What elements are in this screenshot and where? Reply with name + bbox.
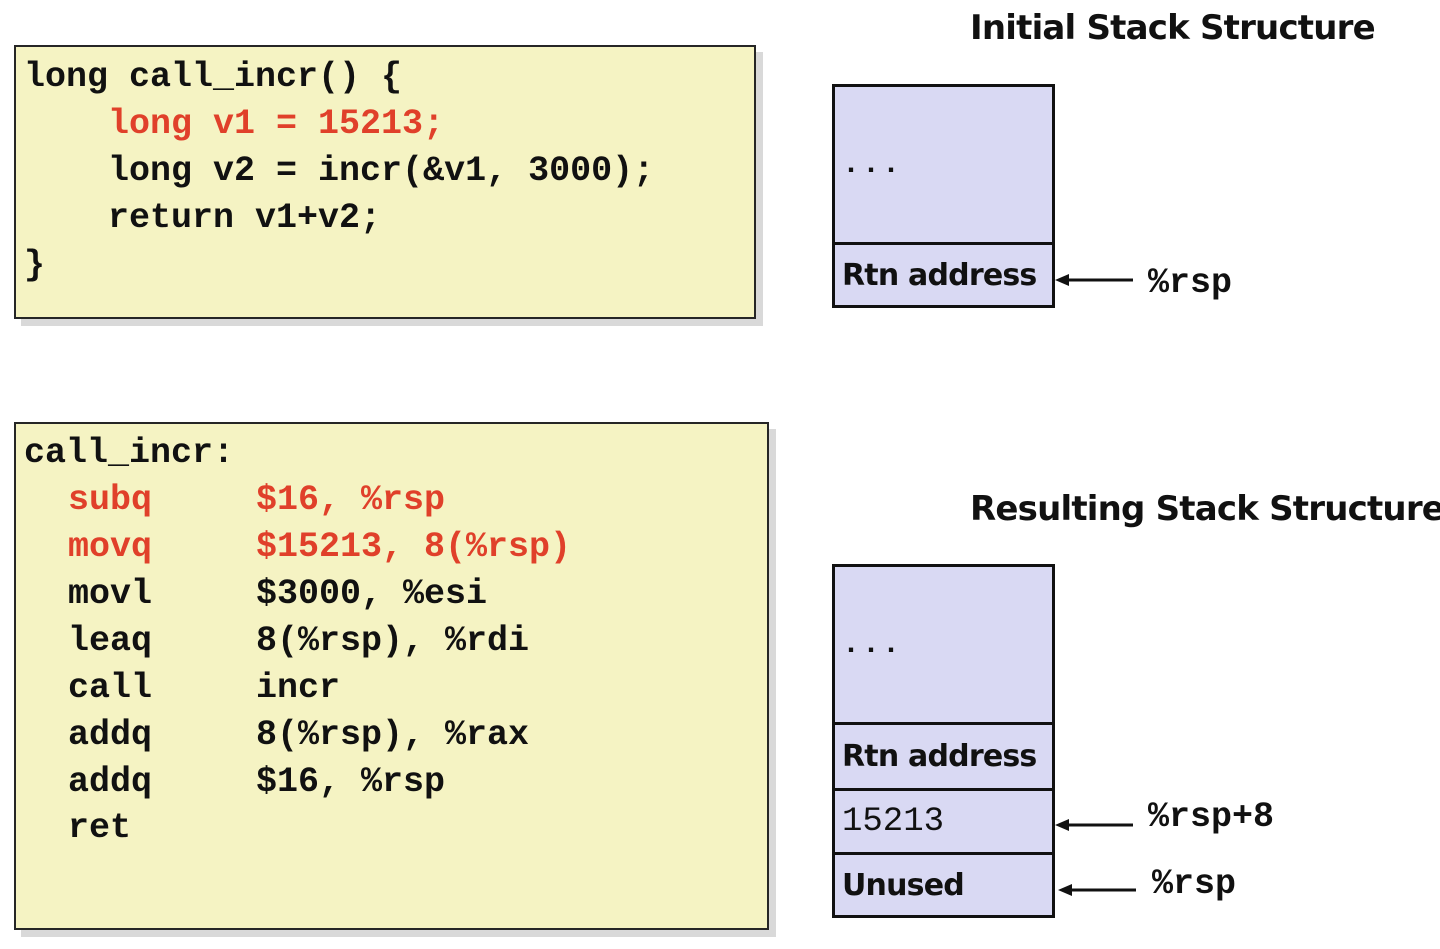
rsp-pointer-label: %rsp (1148, 263, 1233, 303)
rsp-pointer-label: %rsp (1152, 864, 1237, 904)
assembly-code-box: call_incr: subq $16, %rsp movq $15213, 8… (14, 422, 769, 930)
asm-args: incr (256, 668, 341, 708)
ellipsis-text: ... (842, 627, 903, 662)
c-code-line: long v2 = incr(&v1, 3000); (24, 151, 655, 191)
c-code-line: long call_incr() { (24, 57, 403, 97)
asm-args: $3000, %esi (256, 574, 488, 614)
asm-args: 8(%rsp), %rax (256, 715, 530, 755)
asm-op: leaq (68, 621, 153, 661)
asm-op: movl (68, 574, 153, 614)
asm-op: call (68, 668, 153, 708)
asm-args: $16, %rsp (256, 762, 446, 802)
stack-cell-return-address: Rtn address (835, 722, 1052, 788)
rsp-plus-8-arrow-icon (1055, 819, 1133, 831)
c-code-line-highlighted: long v1 = 15213; (24, 104, 445, 144)
resulting-stack-title: Resulting Stack Structure (970, 489, 1440, 529)
stack-cell-unused: Unused (835, 852, 1052, 915)
asm-args-highlighted: $16, %rsp (256, 480, 446, 520)
resulting-stack-diagram: ... Rtn address 15213 Unused (832, 564, 1055, 918)
stack-cell-ellipsis: ... (835, 567, 1052, 722)
stack-cell-ellipsis: ... (835, 87, 1052, 242)
rsp-plus-8-pointer-label: %rsp+8 (1148, 797, 1275, 837)
asm-args: 8(%rsp), %rdi (256, 621, 530, 661)
initial-stack-title: Initial Stack Structure (970, 8, 1376, 48)
c-code-line: } (24, 245, 46, 285)
asm-op-highlighted: subq (68, 480, 153, 520)
stack-cell-return-address: Rtn address (835, 242, 1052, 305)
c-code-box: long call_incr() { long v1 = 15213; long… (14, 45, 756, 319)
asm-args-highlighted: $15213, 8(%rsp) (256, 527, 572, 567)
asm-op: addq (68, 762, 153, 802)
asm-op: addq (68, 715, 153, 755)
initial-stack-diagram: ... Rtn address (832, 84, 1055, 308)
asm-op: ret (68, 808, 132, 848)
asm-op-highlighted: movq (68, 527, 153, 567)
c-code-line: return v1+v2; (24, 198, 382, 238)
asm-function-label: call_incr: (24, 433, 235, 473)
rsp-arrow-icon (1058, 884, 1136, 896)
rsp-arrow-icon (1055, 274, 1133, 286)
stack-cell-value: 15213 (835, 788, 1052, 852)
ellipsis-text: ... (842, 147, 903, 182)
